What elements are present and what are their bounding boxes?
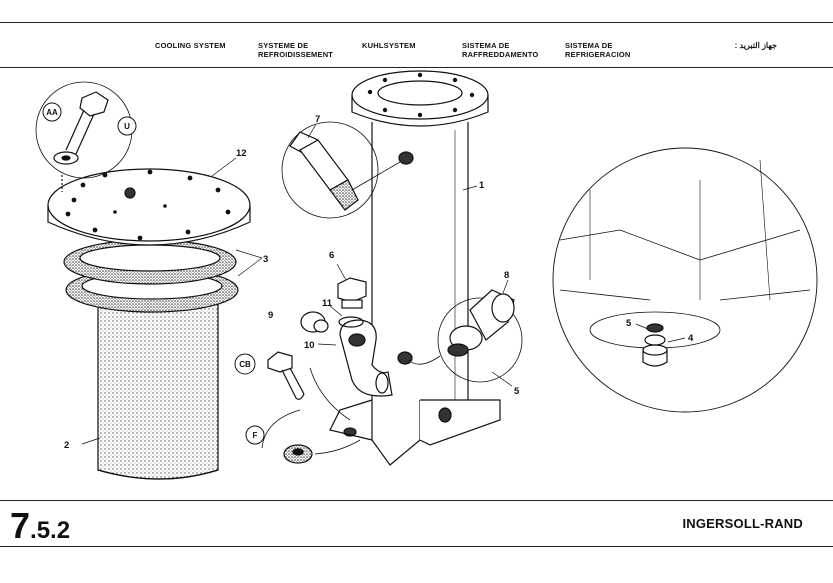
callout-1: 1 (479, 180, 485, 191)
valve-detail (281, 121, 401, 219)
callout-4: 4 (688, 333, 694, 344)
cb-leader (309, 367, 351, 421)
callout-12: 12 (236, 148, 247, 159)
header-label-german: KUHLSYSTEM (362, 41, 416, 50)
page-number-minor: .5.2 (30, 517, 71, 544)
callout-u-ring (117, 116, 137, 136)
callout-u: U (124, 122, 130, 131)
callout-cb-ring (234, 353, 256, 375)
cover-plate (47, 168, 251, 246)
header-bottom-rule (0, 67, 833, 68)
footer-bottom-rule (0, 546, 833, 547)
page-number: 7.5.2 (10, 505, 70, 547)
header-label-italian: SISTEMA DE RAFFREDDAMENTO (462, 41, 539, 59)
callout-10: 10 (304, 340, 315, 351)
footer-top-rule (0, 500, 833, 501)
header-label-arabic: جهاز التبريد : (734, 41, 777, 50)
callout-3: 3 (263, 254, 268, 265)
drain-plug-detail (552, 147, 818, 413)
callout-6: 6 (329, 250, 334, 261)
callout-f: F (253, 431, 258, 440)
header-top-rule (0, 22, 833, 23)
callout-5-coupling: 5 (514, 386, 520, 397)
callout-11: 11 (322, 298, 333, 309)
coupling-detail (407, 289, 523, 383)
washer-11 (338, 316, 364, 328)
bolt-cb (267, 351, 305, 400)
header-label-spanish: SISTEMA DE REFRIGERACION (565, 41, 631, 59)
plug-6 (337, 277, 367, 309)
callout-2: 2 (64, 440, 69, 451)
header-label-english: COOLING SYSTEM (155, 41, 226, 50)
callout-cb: CB (239, 360, 251, 369)
callout-aa: AA (46, 108, 58, 117)
callout-9: 9 (268, 310, 273, 321)
callout-aa-ring (42, 102, 62, 122)
gasket-upper (63, 239, 237, 285)
callout-5-drain: 5 (626, 318, 632, 329)
brand-logo-text: INGERSOLL-RAND (682, 516, 803, 531)
callout-8: 8 (504, 270, 509, 281)
callout-f-ring (245, 425, 265, 445)
washer-f (261, 409, 361, 464)
plug-9 (300, 311, 329, 333)
header-label-french: SYSTEME DE REFROIDISSEMENT (258, 41, 334, 59)
filter-element (97, 299, 219, 480)
callout-7: 7 (315, 114, 320, 125)
elbow-fitting (339, 319, 393, 397)
leader-lines (81, 123, 686, 445)
main-housing (329, 70, 501, 466)
page-number-major: 7 (10, 505, 31, 546)
